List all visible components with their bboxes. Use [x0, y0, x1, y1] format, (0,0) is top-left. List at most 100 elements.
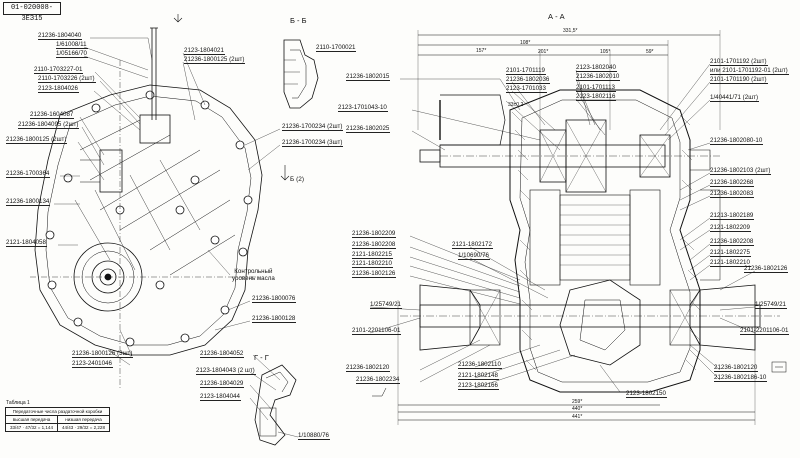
part-label: 2123-1802166	[458, 382, 499, 390]
part-label: 21236-1802103 (2шт)	[710, 167, 772, 175]
part-label: 1/61008/11	[56, 41, 88, 49]
dim-201: 201*	[538, 49, 549, 55]
dim-top-total: 331,5*	[563, 28, 578, 34]
part-label: 21236-1800134	[6, 198, 51, 206]
part-label: 21236-1800076	[252, 295, 297, 303]
section-bb	[283, 39, 319, 109]
part-label: 21236-1804095 (2шт)	[18, 121, 80, 129]
part-label: 21236-1800125 (2шт)	[6, 136, 68, 144]
part-label: 21236-1604087	[30, 111, 75, 119]
part-label: 21236-1802015	[346, 73, 391, 81]
dim-105: 105*	[600, 49, 611, 55]
part-label: 1/05166/70	[56, 50, 88, 58]
section-bb-title: Б - Б	[290, 16, 307, 25]
view-b2-title: Б (2)	[290, 176, 305, 183]
part-label: 21236-1802010	[576, 73, 621, 81]
part-label: 21236-1802126	[744, 265, 789, 273]
part-label: 2123-1701043-10	[338, 104, 388, 112]
housing-outline	[34, 84, 263, 356]
part-label: 2123-1802150	[626, 390, 667, 398]
section-aa-title: А - А	[548, 12, 565, 21]
part-label: 2121-1802210	[352, 260, 393, 268]
part-label: 2123-1802040	[576, 64, 617, 72]
part-label: 2121-1804058	[6, 239, 47, 247]
dim-108: 108*	[520, 40, 531, 46]
part-label: 21236-1802208	[710, 238, 755, 246]
part-label: 2123-1802116	[576, 93, 617, 101]
part-label: 1/40441/71 (2шт)	[710, 94, 760, 102]
case-aa	[509, 89, 701, 393]
table-row: 33/47 · 47/32 = 1,144 44/43 · 29/32 = 2,…	[6, 424, 109, 431]
part-label: 2123-2401046	[72, 360, 113, 368]
table-cell: 33/47 · 47/32 = 1,144	[10, 425, 53, 430]
part-label: 21236-1700234 (3шт)	[282, 139, 344, 147]
part-label: 2121-1802209	[710, 224, 751, 232]
dim-157: 157*	[476, 48, 487, 54]
part-label: 2110-1703226 (2шт)	[38, 75, 96, 83]
dim-bot3: 441*	[572, 414, 583, 420]
part-label: 21236-1800126 (3шт)	[72, 350, 134, 358]
part-label: 2121-1802172	[452, 241, 493, 249]
table-row: высшая передача низшая передача	[6, 416, 109, 424]
gear-ratio-table: Таблица 1 Передаточные числа раздаточной…	[5, 400, 110, 432]
part-label: 21236-1802083	[710, 190, 755, 198]
differential	[559, 279, 641, 366]
part-label: 21236-1802126	[352, 270, 397, 278]
table-header: Передаточные числа раздаточной коробки	[6, 408, 109, 416]
part-label: 21236-1802208	[352, 241, 397, 249]
part-label: 1/25749/21	[370, 301, 402, 309]
part-label: 21236-1700234 (2шт)	[282, 123, 344, 131]
dim-bot2: 440*	[572, 406, 583, 412]
part-label: 2101-1701113	[576, 84, 616, 92]
part-label: 21236-1802120	[714, 364, 759, 372]
section-gg-title: Г - Г	[254, 353, 269, 362]
table-caption: Таблица 1	[6, 400, 30, 406]
table-cell: 44/43 · 29/32 = 2,228	[57, 424, 109, 431]
section-gg	[254, 364, 297, 446]
table-cell: низшая передача	[57, 416, 109, 423]
part-label: 2101-1701190 (2шт)	[710, 76, 768, 84]
part-label: 2101-2201106-01	[740, 327, 790, 335]
table-cell: высшая передача	[12, 417, 51, 422]
part-label: 2101-1701119	[506, 67, 546, 75]
part-label: 2123-1804021	[184, 47, 225, 55]
part-label: 2121-1802210	[710, 259, 751, 267]
part-label: 2101-1701192 (2шт)	[710, 58, 768, 66]
part-label: 21236-1802186-10	[714, 374, 768, 382]
part-label: 21236-1700364	[6, 170, 51, 178]
part-label: или 2101-1701192-01 (2шт)	[710, 67, 789, 75]
part-label: 2110-1703227-01	[34, 66, 84, 74]
part-label: 21236-1800125 (2шт)	[184, 56, 246, 64]
part-label: 21236-1802120	[346, 364, 391, 372]
part-label: 21236-1802080-10	[710, 137, 764, 145]
part-label: 2123-1804026	[38, 85, 79, 93]
dim-bot1: 259*	[572, 399, 583, 405]
part-label: 1/10880/76	[298, 432, 330, 440]
part-label: 2101-2201106-01	[352, 327, 402, 335]
part-label: 21236-1804040	[38, 32, 83, 40]
drawing-number-stamp: 01-020008-3ЕЗ15	[3, 2, 61, 23]
part-label: 1/10690/76	[458, 252, 490, 260]
part-label: 21236-1802036	[506, 76, 551, 84]
dim-59: 59*	[646, 49, 654, 55]
part-label: 2123-1701033	[506, 85, 547, 93]
part-label: 2123-1804044	[200, 393, 241, 401]
shift-lever	[150, 27, 158, 120]
part-label: 2110-1700021	[316, 44, 357, 52]
part-label: 2123-1804043 (2 шт)	[196, 367, 256, 375]
part-label: 2121-1802275	[710, 249, 751, 257]
part-label: 2121-1802215	[352, 251, 393, 259]
part-label: 21236-1802025	[346, 125, 391, 133]
part-label: 21236-1804029	[200, 380, 245, 388]
part-label: 21236-1800128	[252, 315, 297, 323]
part-label: 2121-1802148	[458, 372, 499, 380]
oil-level-note: Контрольный уровень масла	[232, 268, 275, 282]
part-label: 21213-1802189	[710, 212, 755, 220]
part-label: 21236-1802209	[352, 230, 397, 238]
part-label: 1/25749/21	[755, 301, 787, 309]
part-label: 21236-1802234	[356, 376, 401, 384]
part-label: 21236-1802110	[458, 361, 502, 369]
part-label: 21236-1802268	[710, 179, 755, 187]
